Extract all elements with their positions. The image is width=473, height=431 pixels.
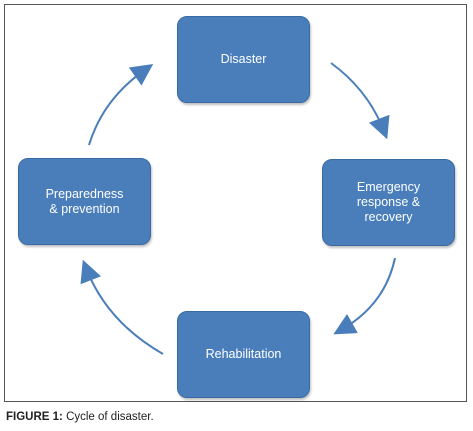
node-emergency-response-label: Emergency response & recovery [356,180,421,224]
figure-caption-text: Cycle of disaster. [62,411,154,423]
node-emergency-response: Emergency response & recovery [322,159,455,246]
arrow-preparedness-to-disaster [88,63,154,146]
node-rehabilitation-label: Rehabilitation [205,347,282,361]
node-preparedness-label: Preparedness & prevention [45,186,124,216]
arrow-emergency-to-rehabilitation [333,257,396,335]
figure-caption: FIGURE 1: Cycle of disaster. [6,411,154,423]
node-preparedness: Preparedness & prevention [18,158,151,245]
node-disaster-label: Disaster [220,52,267,66]
node-rehabilitation: Rehabilitation [177,311,310,398]
figure-caption-label: FIGURE 1: [6,411,63,423]
arrow-disaster-to-emergency [330,62,390,140]
arrow-rehabilitation-to-preparedness [80,259,164,355]
node-disaster: Disaster [177,16,310,103]
